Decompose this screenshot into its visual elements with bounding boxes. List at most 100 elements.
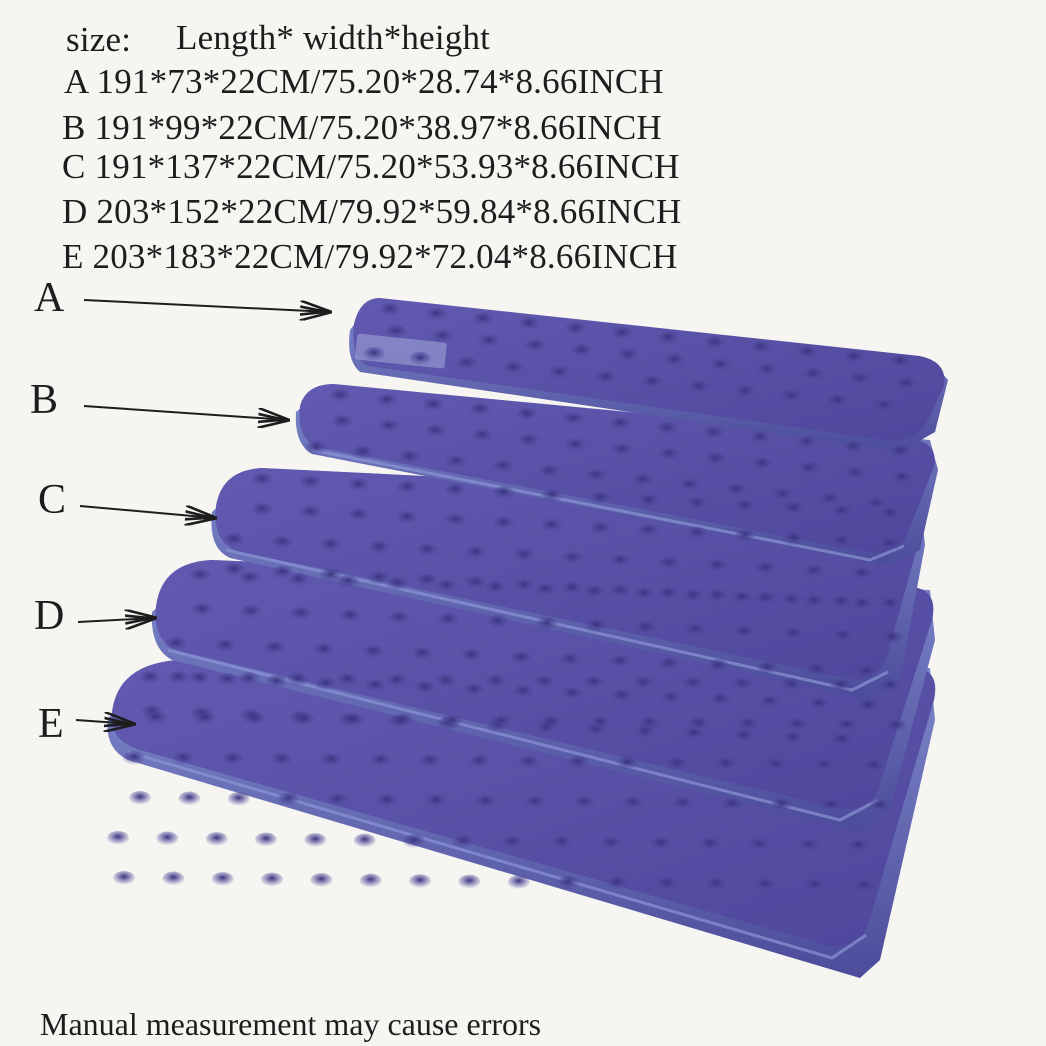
dimple xyxy=(589,491,612,506)
dimple xyxy=(564,321,587,336)
dimple xyxy=(608,655,631,669)
dimple xyxy=(216,673,239,687)
dimple xyxy=(802,594,825,609)
dimple xyxy=(377,419,400,434)
dimple xyxy=(492,516,515,531)
dimple xyxy=(221,752,244,767)
dimple xyxy=(731,677,753,692)
dimple xyxy=(829,678,852,693)
dimple xyxy=(425,794,447,809)
dimple xyxy=(287,672,309,687)
dimple xyxy=(441,714,463,729)
dimple xyxy=(492,486,515,501)
dimple xyxy=(589,715,611,730)
dimple xyxy=(706,559,729,574)
dimple xyxy=(342,713,365,728)
dimple xyxy=(540,518,563,533)
dimple xyxy=(347,508,370,523)
dimple xyxy=(564,438,587,453)
dimple xyxy=(634,621,657,635)
dimple xyxy=(534,583,556,597)
dimple xyxy=(847,839,869,853)
dimple xyxy=(413,681,436,695)
dimple xyxy=(561,687,584,701)
dimple xyxy=(409,874,431,889)
dimple xyxy=(780,389,803,404)
dimple xyxy=(416,543,439,558)
dimple xyxy=(879,597,901,611)
dimple xyxy=(362,645,385,659)
dimple xyxy=(364,679,387,693)
dimple xyxy=(431,329,454,344)
dimple xyxy=(369,753,392,768)
pointer-label-b: B xyxy=(30,377,59,423)
dimple xyxy=(813,758,836,773)
dimple xyxy=(655,876,678,891)
dimple xyxy=(223,533,245,547)
dimple xyxy=(435,674,457,689)
dimple xyxy=(289,607,312,621)
dimple xyxy=(211,872,234,887)
pointer-label-c: C xyxy=(38,477,67,523)
dimple xyxy=(517,433,540,448)
dimple xyxy=(462,683,485,697)
dimple xyxy=(853,879,875,893)
dimple xyxy=(749,431,771,445)
dimple xyxy=(748,837,771,852)
dimple xyxy=(363,347,385,361)
dimple xyxy=(444,513,467,528)
dimple xyxy=(512,685,534,699)
dimple xyxy=(632,587,655,601)
dimple xyxy=(501,835,524,850)
dimple xyxy=(411,647,434,661)
pointer-label-e: E xyxy=(38,701,64,747)
dimple xyxy=(223,563,245,577)
dimple xyxy=(659,691,682,705)
dimple xyxy=(830,534,853,549)
dimple xyxy=(238,571,261,585)
dimple xyxy=(409,351,432,366)
dimple xyxy=(312,643,335,657)
dimple xyxy=(583,675,605,690)
dimple xyxy=(657,447,680,462)
dimple xyxy=(885,719,907,733)
dimple xyxy=(512,578,535,593)
dimple xyxy=(156,831,179,846)
dimple xyxy=(703,336,726,351)
dimple xyxy=(715,757,737,772)
dimple xyxy=(386,577,409,591)
dimple xyxy=(844,466,867,481)
dimple xyxy=(570,343,593,358)
dimple xyxy=(663,353,686,368)
dimple xyxy=(452,834,475,849)
arrow-a xyxy=(83,299,330,312)
dimple xyxy=(709,693,732,707)
dimple xyxy=(515,407,538,422)
dimple xyxy=(842,440,865,455)
size-spec-d: D 203*152*22CM/79.92*59.84*8.66INCH xyxy=(62,192,682,231)
dimple xyxy=(251,473,273,487)
dimple xyxy=(385,325,407,339)
dimple xyxy=(721,797,743,812)
pointer-label-a: A xyxy=(34,275,65,321)
dimple xyxy=(523,795,546,810)
dimple xyxy=(524,339,547,354)
dimple xyxy=(805,663,828,677)
dimple xyxy=(243,712,266,727)
dimple xyxy=(299,505,322,520)
dimple xyxy=(385,673,408,688)
dimple xyxy=(512,548,535,563)
dimple xyxy=(375,793,398,808)
dimple xyxy=(835,718,858,733)
dimple xyxy=(425,307,448,322)
dimple xyxy=(704,452,727,467)
dimple xyxy=(419,754,441,769)
dimple xyxy=(848,372,871,387)
dimple xyxy=(818,492,841,507)
dimple xyxy=(819,798,842,813)
dimple xyxy=(782,627,805,641)
dimple xyxy=(594,370,617,385)
dimple xyxy=(610,689,633,703)
dimple xyxy=(305,441,327,455)
pointer-label-d: D xyxy=(34,593,65,639)
